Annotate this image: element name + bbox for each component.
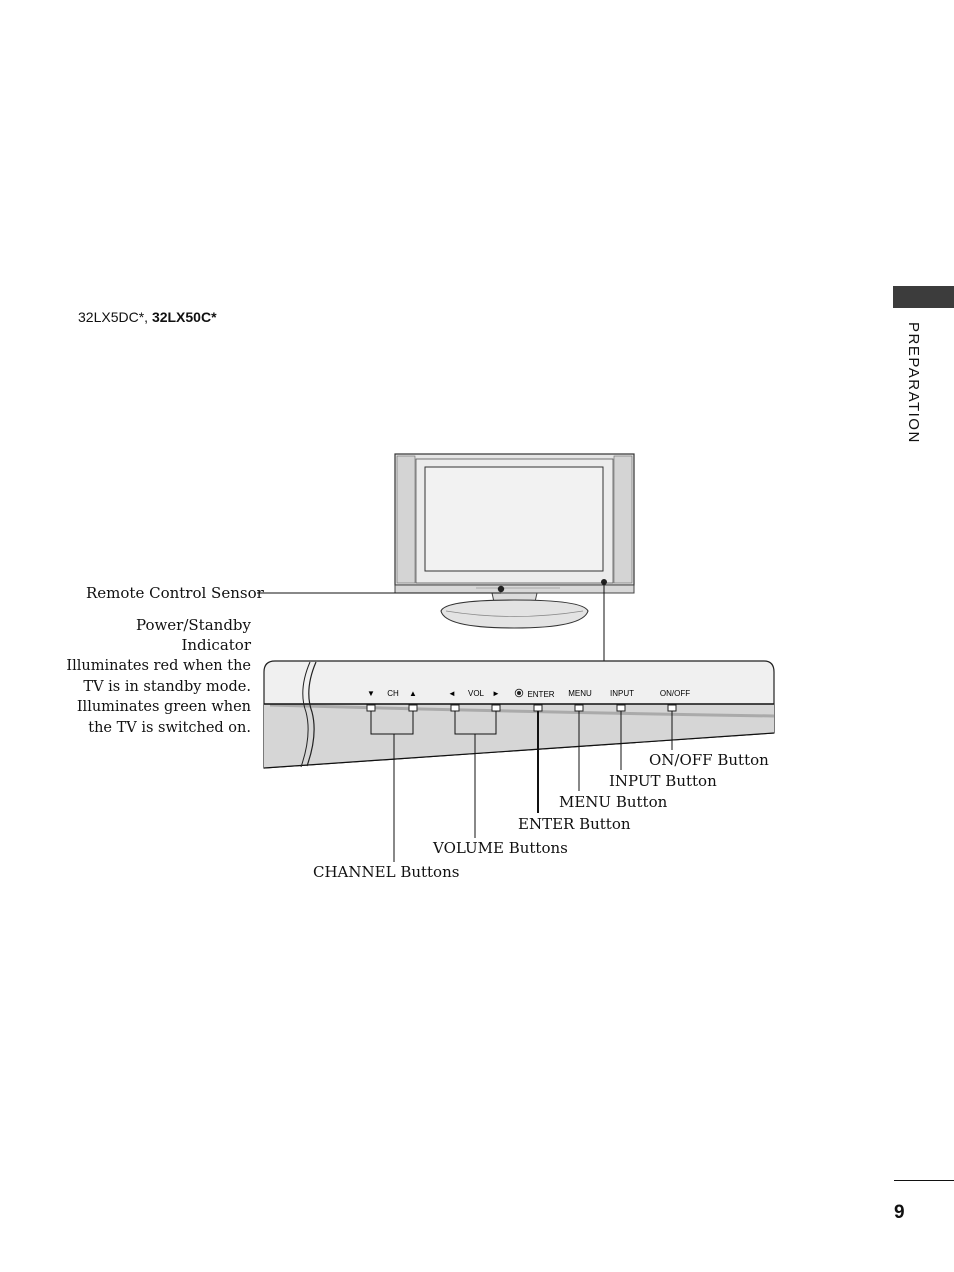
power-indicator-description: Illuminates red when the TV is in standb…	[60, 656, 251, 738]
volume-buttons-label: VOLUME Buttons	[433, 839, 568, 857]
power-desc-line: the TV is switched on.	[88, 719, 251, 736]
menu-label: MENU	[568, 689, 592, 698]
power-indicator-label-1: Power/Standby	[135, 616, 251, 634]
enter-button-label: ENTER Button	[518, 815, 631, 833]
power-desc-line: Illuminates red when the	[66, 658, 251, 674]
tv-front-view	[394, 453, 635, 629]
remote-control-sensor-label: Remote Control Sensor	[86, 584, 264, 602]
vol-label: VOL	[468, 689, 485, 698]
vol-left-label: ◄	[448, 689, 456, 698]
model-bold: 32LX50C*	[151, 309, 217, 325]
channel-buttons-label: CHANNEL Buttons	[313, 863, 460, 881]
page-number: 9	[894, 1202, 905, 1223]
power-desc-line: Illuminates green when	[76, 699, 251, 715]
model-plain: 32LX5DC*,	[78, 309, 152, 325]
ch-down-label: ▼	[367, 689, 375, 698]
vol-right-label: ►	[492, 689, 500, 698]
model-number: 32LX5DC*, 32LX50C*	[78, 309, 217, 325]
ch-up-label: ▲	[409, 689, 417, 698]
menu-button-label: MENU Button	[559, 793, 668, 811]
input-label: INPUT	[610, 689, 634, 698]
ch-label: CH	[387, 689, 399, 698]
section-tab-label: PREPARATION	[905, 322, 922, 444]
control-panel-closeup: ▼ CH ▲ ◄ VOL ► ENTER MENU INPUT ON/OFF	[263, 660, 775, 769]
power-indicator-label-2: Indicator	[181, 636, 251, 654]
button-leader-lines	[370, 711, 673, 862]
input-button-label: INPUT Button	[609, 772, 717, 790]
section-tab-marker	[893, 286, 954, 308]
page-number-rule	[894, 1180, 954, 1181]
enter-label: ENTER	[527, 690, 554, 699]
power-desc-line: TV is in standby mode.	[83, 678, 251, 695]
onoff-label: ON/OFF	[660, 689, 690, 698]
onoff-button-label: ON/OFF Button	[649, 751, 769, 769]
